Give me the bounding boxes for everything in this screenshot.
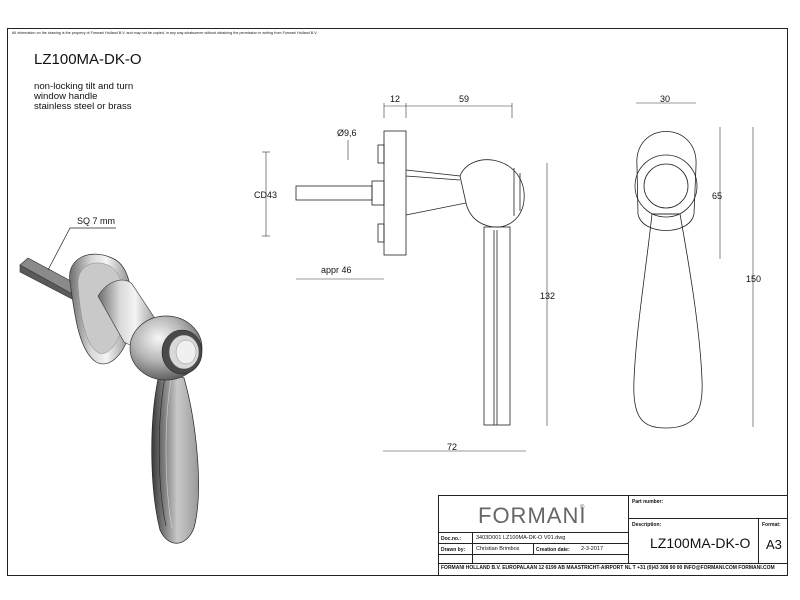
dim-65: 65 [712, 191, 722, 201]
creation-date-label: Creation date: [536, 547, 570, 553]
dim-12: 12 [390, 94, 400, 104]
dim-diameter: Ø9,6 [337, 128, 357, 138]
dim-132: 132 [540, 291, 555, 301]
dim-appr: appr 46 [321, 265, 352, 275]
drawn-by-value: Christian Brimbos [476, 546, 520, 552]
format-value: A3 [766, 537, 782, 552]
handle-3d-render [19, 227, 203, 544]
dim-150: 150 [746, 274, 761, 284]
format-label: Format: [762, 522, 781, 528]
registered-mark: ® [580, 505, 585, 511]
part-number-label: Part number: [632, 499, 664, 505]
product-code: LZ100MA-DK-O [34, 51, 142, 68]
doc-no-value: 3403D001 LZ100MA-DK-O V01.dwg [476, 535, 566, 541]
description-line: stainless steel or brass [34, 101, 132, 112]
drawn-by-label: Drawn by: [441, 547, 466, 553]
description-line: window handle [34, 91, 98, 102]
company-footer: FORMANI HOLLAND B.V. EUROPALAAN 12 6199 … [441, 565, 775, 571]
creation-date-value: 2-3-2017 [581, 546, 604, 552]
front-view [633, 131, 703, 429]
description-value: LZ100MA-DK-O [650, 535, 751, 551]
description-line: non-locking tilt and turn [34, 81, 134, 92]
brand-logo: FORMANI [478, 503, 587, 528]
description-label: Description: [632, 522, 662, 528]
dim-cd: CD43 [254, 190, 277, 200]
disclaimer-text: All information on the drawing is the pr… [12, 31, 318, 35]
drawing-frame [7, 28, 788, 576]
dim-72: 72 [447, 442, 457, 452]
dim-59: 59 [459, 94, 469, 104]
dim-30: 30 [660, 94, 670, 104]
dimension-lines [262, 102, 754, 452]
sq-label: SQ 7 mm [77, 216, 115, 226]
doc-no-label: Doc.no.: [441, 536, 461, 542]
side-view [295, 130, 525, 426]
